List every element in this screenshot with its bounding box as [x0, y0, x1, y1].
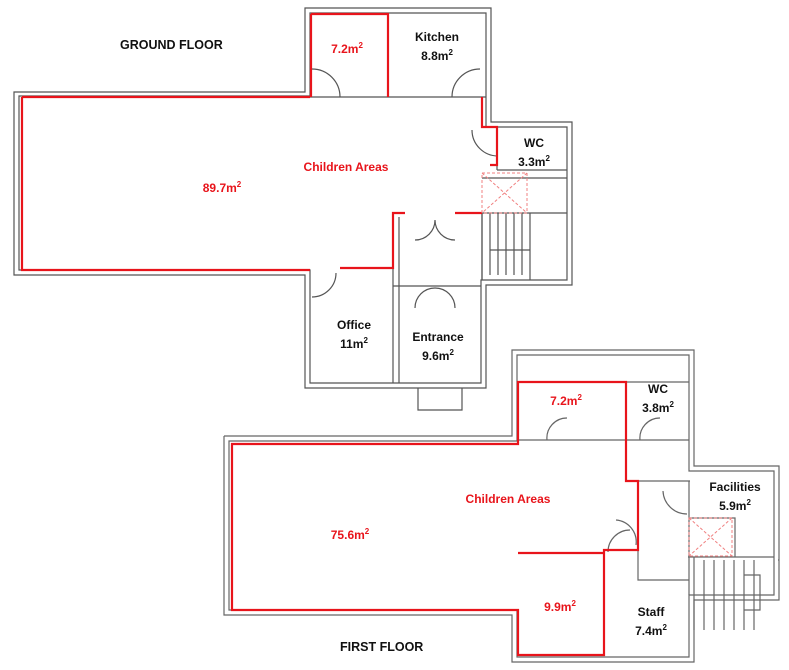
- walls-ground: [13, 7, 573, 411]
- highlight-outline-ground: [20, 12, 499, 272]
- room-ground-children-area-size: 89.7m2: [202, 180, 242, 195]
- room-ground-storage: 7.2m2: [331, 41, 363, 56]
- highlight-outline-first: [230, 380, 640, 657]
- room-first-room-9-9: 9.9m2: [544, 599, 576, 614]
- ground-floor-title: GROUND FLOOR: [120, 38, 223, 52]
- room-first-children-area-size: 75.6m2: [330, 527, 370, 542]
- first-floor-title: FIRST FLOOR: [340, 640, 424, 654]
- void-ground: [481, 172, 528, 214]
- void-first: [688, 517, 733, 557]
- room-first-storage: 7.2m2: [550, 393, 582, 408]
- room-first-children-areas: Children Areas: [465, 492, 551, 506]
- room-ground-children-areas: Children Areas: [303, 160, 389, 174]
